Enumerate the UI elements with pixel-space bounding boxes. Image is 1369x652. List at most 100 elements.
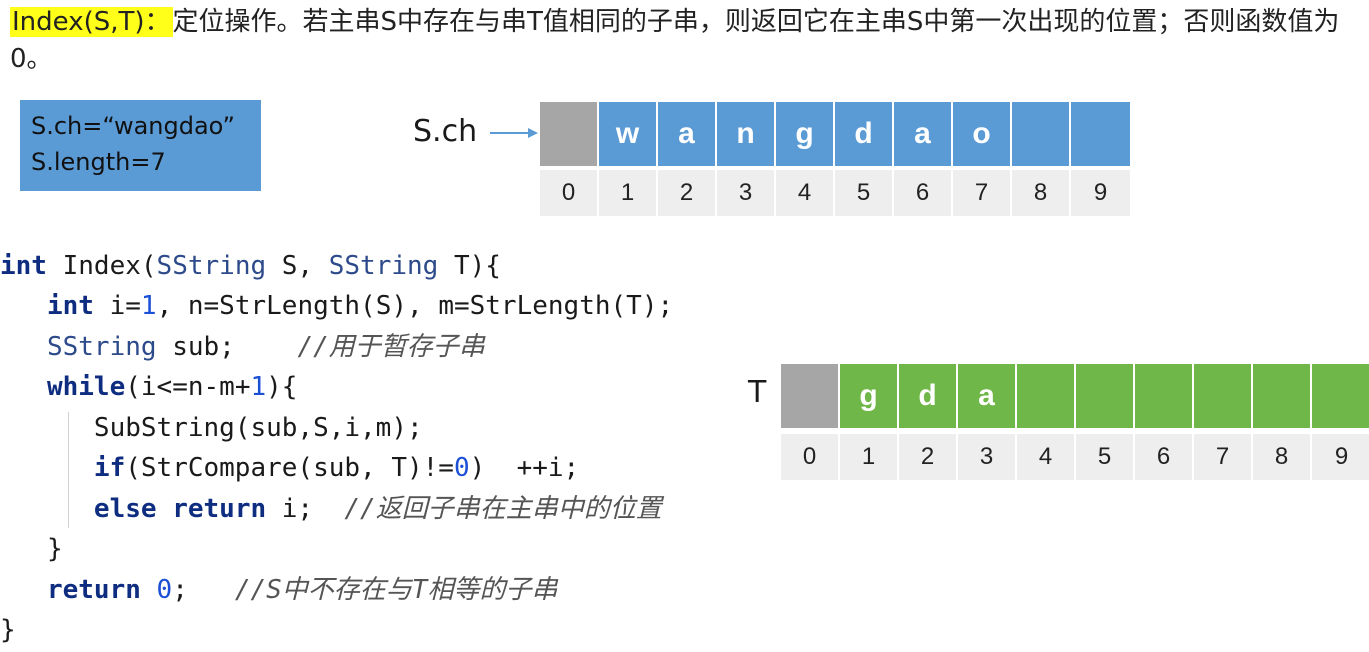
- t-index-1: 1: [840, 434, 899, 480]
- code-comment: //S中不存在与T相等的子串: [234, 575, 558, 605]
- t-cell-1: g: [840, 364, 899, 428]
- code-text: S,: [266, 251, 329, 281]
- code-text: i;: [266, 494, 345, 524]
- s-cell-5: d: [835, 102, 894, 166]
- code-text: ;: [172, 575, 235, 605]
- code-keyword: int: [46, 291, 94, 321]
- s-cell-7: o: [953, 102, 1012, 166]
- code-type: SString: [46, 332, 157, 362]
- code-text: T){: [438, 251, 501, 281]
- code-text: Index(: [46, 251, 157, 281]
- t-cell-9: [1312, 364, 1369, 428]
- code-keyword: return: [46, 575, 141, 605]
- code-line-3: SString sub; //用于暂存子串: [0, 327, 485, 367]
- code-line-4: while(i<=n-m+1){: [0, 367, 297, 407]
- info-box: S.ch=“wangdao” S.length=7: [20, 100, 261, 191]
- code-line-5: SubString(sub,S,i,m);: [0, 408, 423, 448]
- code-text: sub;: [156, 332, 298, 362]
- s-cell-3: n: [717, 102, 776, 166]
- code-comment: //用于暂存子串: [297, 332, 485, 362]
- code-indent: [0, 494, 94, 524]
- code-number: 0: [453, 453, 470, 483]
- t-cell-8: [1253, 364, 1312, 428]
- code-keyword: if: [93, 453, 126, 483]
- code-line-8: }: [0, 529, 63, 569]
- s-index-4: 4: [776, 170, 835, 216]
- code-indent: [0, 413, 94, 443]
- t-cell-7: [1194, 364, 1253, 428]
- s-index-6: 6: [894, 170, 953, 216]
- code-type: SString: [328, 251, 439, 281]
- s-index-8: 8: [1012, 170, 1071, 216]
- code-number: 1: [140, 291, 157, 321]
- s-index-7: 7: [953, 170, 1012, 216]
- s-cell-2: a: [658, 102, 717, 166]
- code-text: (StrCompare(sub, T)!=: [125, 453, 454, 483]
- t-cell-0: [781, 364, 840, 428]
- heading: Index(S,T)：定位操作。若主串S中存在与串T值相同的子串，则返回它在主串…: [10, 4, 1350, 78]
- code-text: SubString(sub,S,i,m);: [93, 413, 423, 443]
- code-text: ){: [266, 372, 298, 402]
- code-number: 1: [250, 372, 267, 402]
- code-indent: [0, 291, 47, 321]
- code-keyword: return: [172, 494, 267, 524]
- t-index-6: 6: [1135, 434, 1194, 480]
- code-keyword: int: [0, 251, 47, 281]
- code-number: 0: [156, 575, 173, 605]
- code-indent: [0, 332, 47, 362]
- code-type: SString: [156, 251, 267, 281]
- s-array: w a n g d a o: [540, 102, 1130, 166]
- t-array: g d a: [781, 364, 1369, 428]
- t-index-2: 2: [899, 434, 958, 480]
- code-line-9: return 0; //S中不存在与T相等的子串: [0, 570, 557, 610]
- t-index-8: 8: [1253, 434, 1312, 480]
- t-index-7: 7: [1194, 434, 1253, 480]
- t-index-5: 5: [1076, 434, 1135, 480]
- code-line-1: int Index(SString S, SString T){: [0, 246, 501, 286]
- code-keyword: else: [93, 494, 157, 524]
- indent-guide: [68, 412, 69, 528]
- code-text: i=: [93, 291, 141, 321]
- s-index-3: 3: [717, 170, 776, 216]
- code-keyword: while: [46, 372, 126, 402]
- code-space: [141, 575, 157, 605]
- t-cell-2: d: [899, 364, 958, 428]
- arrow-icon: [490, 128, 538, 138]
- info-line-ch: S.ch=“wangdao”: [31, 112, 235, 140]
- code-text: }: [0, 615, 16, 645]
- s-cell-1: w: [599, 102, 658, 166]
- s-cell-4: g: [776, 102, 835, 166]
- code-indent: [0, 575, 47, 605]
- s-index-row: 0 1 2 3 4 5 6 7 8 9: [540, 170, 1130, 216]
- t-array-label: T: [748, 375, 767, 410]
- s-cell-0: [540, 102, 599, 166]
- code-line-7: else return i; //返回子串在主串中的位置: [0, 489, 662, 529]
- heading-text: 定位操作。若主串S中存在与串T值相同的子串，则返回它在主串S中第一次出现的位置；…: [10, 7, 1340, 74]
- t-cell-3: a: [958, 364, 1017, 428]
- s-cell-6: a: [894, 102, 953, 166]
- code-space: [157, 494, 173, 524]
- t-index-row: 0 1 2 3 4 5 6 7 8 9: [781, 434, 1369, 480]
- s-cell-9: [1071, 102, 1130, 166]
- t-index-0: 0: [781, 434, 840, 480]
- code-line-6: if(StrCompare(sub, T)!=0) ++i;: [0, 448, 579, 488]
- code-text: }: [46, 534, 63, 564]
- t-cell-5: [1076, 364, 1135, 428]
- code-indent: [0, 372, 47, 402]
- s-index-0: 0: [540, 170, 599, 216]
- code-text: ) ++i;: [469, 453, 580, 483]
- code-line-2: int i=1, n=StrLength(S), m=StrLength(T);: [0, 286, 673, 326]
- s-cell-8: [1012, 102, 1071, 166]
- s-index-5: 5: [835, 170, 894, 216]
- t-index-9: 9: [1312, 434, 1369, 480]
- s-index-1: 1: [599, 170, 658, 216]
- heading-highlight: Index(S,T)：: [10, 7, 173, 37]
- code-comment: //返回子串在主串中的位置: [344, 494, 662, 524]
- t-index-4: 4: [1017, 434, 1076, 480]
- s-index-9: 9: [1071, 170, 1130, 216]
- s-array-label: S.ch: [413, 114, 478, 149]
- code-text: (i<=n-m+: [125, 372, 251, 402]
- code-text: , n=StrLength(S), m=StrLength(T);: [156, 291, 674, 321]
- info-line-length: S.length=7: [31, 148, 166, 176]
- code-line-10: }: [0, 610, 16, 650]
